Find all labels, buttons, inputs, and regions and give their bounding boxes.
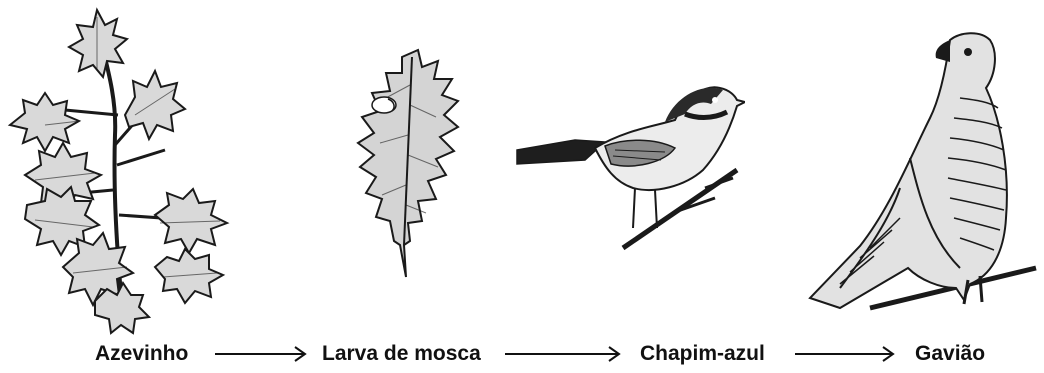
organism-label-chapim-azul: Chapim-azul: [640, 340, 765, 368]
arrow-right-icon: [505, 344, 625, 364]
sparrowhawk-illustration: [800, 18, 1040, 328]
organism-label-larva-de-mosca: Larva de mosca: [322, 340, 481, 368]
organism-label-azevinho: Azevinho: [95, 340, 188, 368]
holly-branch-illustration: [5, 5, 250, 335]
arrow-right-icon: [215, 344, 310, 364]
organism-label-gaviao: Gavião: [915, 340, 985, 368]
arrow-right-icon: [795, 344, 900, 364]
blue-tit-bird-illustration: [515, 78, 745, 253]
holly-leaf-with-larva-illustration: [340, 45, 470, 285]
